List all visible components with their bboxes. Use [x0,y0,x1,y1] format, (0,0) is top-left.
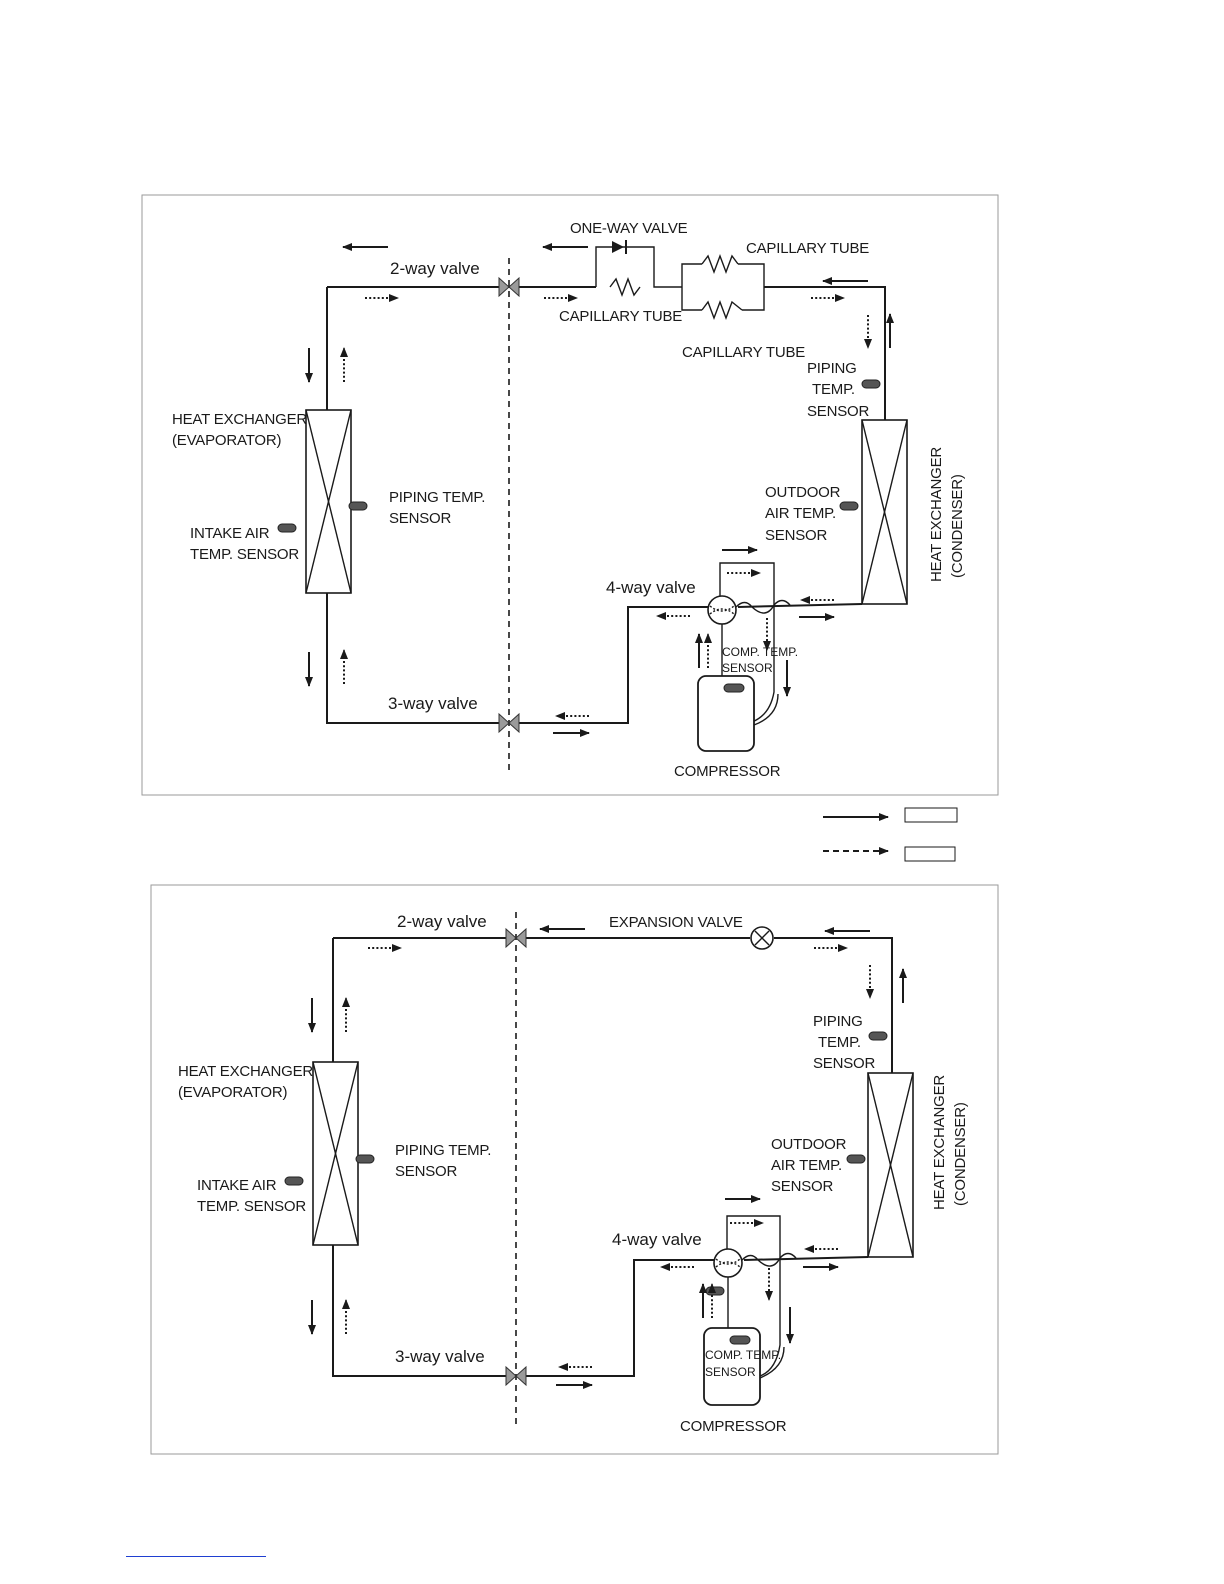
comp-temp-sensor-label: SENSOR [722,661,773,675]
comp-temp-sensor-icon [723,683,745,693]
outdoor-air-sensor-label: OUTDOOR [765,484,841,501]
outdoor-piping-sensor-label: SENSOR [807,403,870,420]
condenser-heat-exchanger [861,419,908,605]
comp-temp-sensor-label: SENSOR [705,1365,756,1379]
capillary-tube-label: CAPILLARY TUBE [682,344,805,361]
pipe-condenser-bottom [737,603,863,608]
outdoor-piping-sensor-label: TEMP. [812,381,855,398]
piping-temp-sensor-icon [348,501,368,511]
evaporator-label: HEAT EXCHANGER [178,1063,313,1080]
check-valve-icon [612,241,624,253]
one-way-valve-loop [595,246,682,288]
expansion-valve-label: EXPANSION VALVE [609,914,743,931]
four-way-valve-label: 4-way valve [606,578,696,597]
intake-air-sensor-label: TEMP. SENSOR [197,1198,306,1215]
capillary-tube-label: CAPILLARY TUBE [559,308,682,325]
intake-air-sensor-label: INTAKE AIR [190,525,270,542]
expansion-valve-icon [750,926,774,950]
evaporator-label: (EVAPORATOR) [172,432,281,449]
four-way-valve-icon [707,562,791,723]
four-way-valve-label: 4-way valve [612,1230,702,1249]
four-way-valve-icon [713,1215,797,1377]
suction-sensor-icon [705,1286,725,1296]
evaporator-label: (EVAPORATOR) [178,1084,287,1101]
outdoor-air-sensor-label: OUTDOOR [771,1136,847,1153]
outdoor-piping-sensor-icon [868,1031,888,1041]
intake-air-sensor-icon [277,523,297,533]
outdoor-piping-sensor-label: PIPING [807,360,857,377]
diagram-capillary-system: ONE-WAY VALVE CAPILLARY TUBE CAPILLARY T… [141,194,999,796]
comp-temp-sensor-label: COMP. TEMP. [705,1348,781,1362]
outdoor-air-sensor-label: AIR TEMP. [765,505,836,522]
piping-temp-sensor-icon [355,1154,375,1164]
three-way-valve-label: 3-way valve [388,694,478,713]
capillary-tube-label: CAPILLARY TUBE [746,240,869,257]
outdoor-piping-sensor-icon [861,379,881,389]
comp-temp-sensor-label: COMP. TEMP. [722,645,798,659]
legend-dashed-box [904,846,956,862]
piping-temp-sensor-label: PIPING TEMP. [389,489,485,506]
diagram1-frame [141,194,999,796]
footnote-rule [126,1556,266,1557]
comp-temp-sensor-icon [729,1335,751,1345]
condenser-heat-exchanger [867,1072,914,1258]
piping-temp-sensor-label: PIPING TEMP. [395,1142,491,1159]
evaporator-label: HEAT EXCHANGER [172,411,307,428]
pipe-condenser-bottom [743,1256,869,1261]
pipe-bottom-loop [326,593,708,724]
compressor-label: COMPRESSOR [680,1418,787,1435]
condenser-label: (CONDENSER) [949,474,966,578]
capillary-tube-icon [609,277,641,297]
intake-air-sensor-label: INTAKE AIR [197,1177,277,1194]
outdoor-air-sensor-icon [846,1154,866,1164]
pipe-top-right [764,286,886,420]
outdoor-air-sensor-label: AIR TEMP. [771,1157,842,1174]
condenser-label: HEAT EXCHANGER [928,447,945,582]
intake-air-sensor-icon [284,1176,304,1186]
capillary-tube-icon [701,300,743,320]
two-way-valve-icon [498,276,520,298]
two-way-valve-icon [505,927,527,949]
piping-temp-sensor-label: SENSOR [389,510,452,527]
diagram2-frame [150,884,999,1455]
legend [823,807,958,862]
condenser-label: HEAT EXCHANGER [931,1075,948,1210]
pipe-top-right [774,937,893,1073]
diagram-expansion-valve-system: EXPANSION VALVE 2-way valve 3-way valve … [150,884,999,1455]
intake-air-sensor-label: TEMP. SENSOR [190,546,299,563]
outdoor-air-sensor-icon [839,501,859,511]
one-way-valve-label: ONE-WAY VALVE [570,220,688,237]
three-way-valve-label: 3-way valve [395,1347,485,1366]
outdoor-air-sensor-label: SENSOR [765,527,828,544]
condenser-label: (CONDENSER) [952,1102,969,1206]
compressor-icon [697,675,779,752]
piping-temp-sensor-label: SENSOR [395,1163,458,1180]
compressor-label: COMPRESSOR [674,763,781,780]
outdoor-piping-sensor-label: TEMP. [818,1034,861,1051]
three-way-valve-icon [505,1365,527,1387]
outdoor-piping-sensor-label: SENSOR [813,1055,876,1072]
pipe-bottom-loop [332,1245,715,1377]
evaporator-heat-exchanger [305,409,352,594]
outdoor-piping-sensor-label: PIPING [813,1013,863,1030]
compressor-icon [703,1327,785,1406]
capillary-tube-icon [701,254,739,274]
two-way-valve-label: 2-way valve [397,912,487,931]
three-way-valve-icon [498,712,520,734]
evaporator-heat-exchanger [312,1061,359,1246]
four-way-bypass-loop [719,562,775,620]
two-way-valve-label: 2-way valve [390,259,480,278]
legend-solid-box [904,807,958,823]
outdoor-air-sensor-label: SENSOR [771,1178,834,1195]
